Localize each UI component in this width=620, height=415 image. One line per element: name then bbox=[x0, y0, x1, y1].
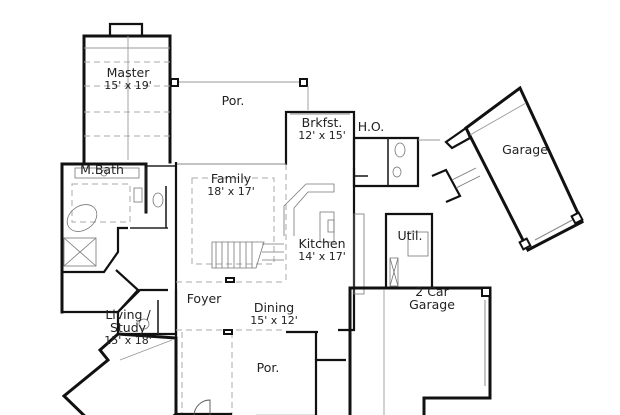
kitchen-walls bbox=[283, 168, 365, 334]
room-name: Util. bbox=[397, 228, 423, 243]
room-label-master-bath: M.Bath bbox=[80, 163, 124, 176]
master-bath-walls bbox=[60, 162, 176, 314]
room-dimensions: 12' x 15' bbox=[298, 129, 346, 142]
room-name: M.Bath bbox=[80, 162, 124, 177]
utility-walls bbox=[384, 212, 434, 288]
room-label-living-study: Living / Study 15' x 18' bbox=[104, 308, 152, 347]
room-label-front-porch: Por. bbox=[257, 361, 280, 374]
room-name: Foyer bbox=[186, 291, 222, 306]
room-label-master: Master 15' x 19' bbox=[104, 66, 152, 92]
room-name-line2: Garage bbox=[409, 297, 455, 312]
two-car-garage-walls bbox=[348, 286, 492, 415]
room-name: Por. bbox=[256, 360, 280, 375]
staircase bbox=[211, 241, 284, 269]
room-label-home-office: H.O. bbox=[358, 120, 384, 133]
room-label-foyer: Foyer bbox=[187, 292, 222, 305]
room-label-breakfast: Brkfst. 12' x 15' bbox=[298, 116, 346, 142]
room-label-family: Family 18' x 17' bbox=[207, 172, 255, 198]
room-name: Kitchen bbox=[298, 236, 346, 251]
room-name: Living / bbox=[105, 307, 151, 322]
room-name-line2: Study bbox=[109, 320, 147, 335]
room-name: Garage bbox=[502, 142, 548, 157]
room-dimensions: 18' x 17' bbox=[207, 185, 255, 198]
room-name: Brkfst. bbox=[301, 115, 343, 130]
room-label-kitchen: Kitchen 14' x 17' bbox=[298, 237, 346, 263]
room-name: 2 Car bbox=[415, 284, 449, 299]
room-dimensions: 15' x 18' bbox=[104, 334, 152, 347]
room-name: Master bbox=[106, 65, 150, 80]
master-bedroom-walls bbox=[82, 22, 172, 164]
room-name: Dining bbox=[253, 300, 295, 315]
room-dimensions: 15' x 12' bbox=[250, 314, 298, 327]
room-dimensions: 14' x 17' bbox=[298, 250, 346, 263]
angled-garage-walls bbox=[431, 85, 584, 253]
room-name: Por. bbox=[221, 93, 245, 108]
room-label-garage: Garage bbox=[502, 143, 548, 156]
rear-porch bbox=[170, 78, 309, 110]
room-label-utility: Util. bbox=[398, 229, 423, 242]
room-label-dining: Dining 15' x 12' bbox=[250, 301, 298, 327]
home-office-walls bbox=[352, 136, 440, 188]
room-name: Family bbox=[210, 171, 252, 186]
living-study-walls bbox=[61, 332, 178, 415]
room-label-two-car-garage: 2 Car Garage bbox=[409, 285, 455, 311]
breakfast-walls bbox=[284, 110, 356, 165]
room-label-rear-porch: Por. bbox=[222, 94, 245, 107]
room-dimensions: 15' x 19' bbox=[104, 79, 152, 92]
front-walls bbox=[176, 329, 346, 415]
room-name: H.O. bbox=[357, 119, 385, 134]
